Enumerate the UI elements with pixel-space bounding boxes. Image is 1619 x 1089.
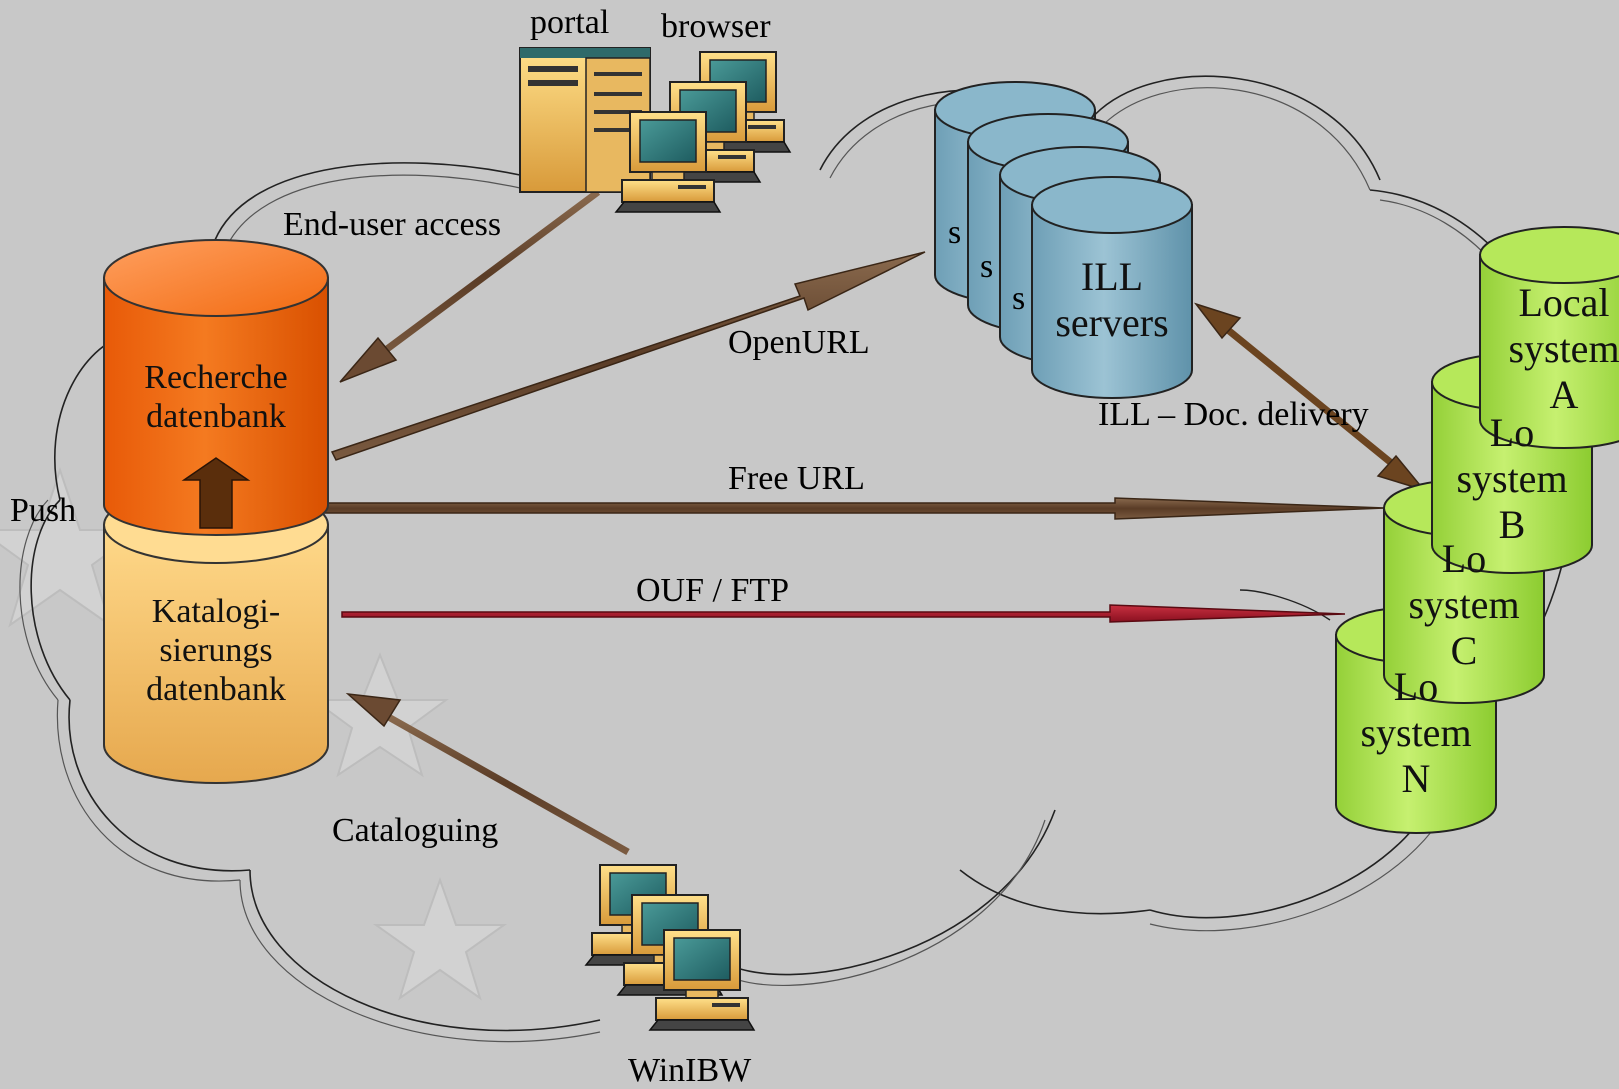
push-arrow — [181, 457, 251, 529]
label-openurl: OpenURL — [728, 324, 870, 361]
arrow-openurl — [330, 251, 926, 461]
arrow-ill-doc-delivery — [1193, 302, 1427, 492]
ill-server-back-1-peek: s — [948, 214, 962, 251]
local-system-c-line-3: C — [1450, 628, 1478, 673]
recherche-line-1: Recherche — [144, 359, 288, 396]
label-push: Push — [10, 492, 77, 529]
recherche-database-label: Recherche datenbank — [104, 358, 328, 436]
star-shape — [372, 877, 508, 1001]
arrow-ouf-ftp — [341, 604, 1346, 623]
katalog-line-3: datenbank — [146, 671, 286, 709]
local-system-b-line-3: B — [1498, 502, 1526, 547]
winibw-computer-icon — [649, 929, 755, 1031]
ill-server-back-3-peek: s — [1012, 280, 1026, 317]
local-system-n-line-1: Lo — [1393, 664, 1439, 709]
label-end-user-access: End-user access — [283, 206, 502, 243]
label-ill-doc-delivery: ILL – Doc. delivery — [1098, 396, 1369, 433]
recherche-line-2: datenbank — [146, 398, 286, 436]
label-ouf-ftp: OUF / FTP — [636, 572, 790, 609]
arrow-free-url — [304, 497, 1386, 520]
ill-server-back-2-peek: s — [980, 248, 994, 285]
label-portal: portal — [530, 4, 610, 41]
arrow-end-user-access — [339, 189, 601, 383]
local-system-a-line-1: Local — [1518, 280, 1610, 325]
local-system-n-label: Lo system N — [1336, 664, 1496, 802]
local-system-a-label: Local system A — [1484, 280, 1619, 418]
katalog-line-2: sierungs — [159, 632, 273, 670]
local-system-c-line-2: system — [1408, 582, 1520, 627]
label-browser: browser — [661, 8, 771, 45]
local-system-n-line-2: system — [1360, 710, 1472, 755]
browser-computer-icon — [615, 111, 721, 213]
arrow-cataloguing — [345, 692, 630, 856]
ill-servers-label: ILL servers — [1032, 254, 1192, 346]
label-free-url: Free URL — [728, 460, 865, 497]
katalog-line-1: Katalogi- — [151, 593, 281, 630]
local-system-a-line-2: system — [1508, 326, 1619, 371]
local-system-b-line-1: Lo — [1489, 410, 1535, 455]
recherche-database[interactable] — [103, 239, 329, 536]
label-winibw: WinIBW — [628, 1052, 752, 1089]
local-system-n-line-3: N — [1401, 756, 1431, 801]
ill-server-front — [1031, 176, 1193, 399]
local-system-a-line-3: A — [1549, 372, 1579, 417]
winibw-computers — [585, 864, 755, 1031]
katalog-database-label: Katalogi- sierungs datenbank — [104, 592, 328, 709]
local-system-b-line-2: system — [1456, 456, 1568, 501]
ill-servers-line-1: ILL — [1080, 254, 1144, 299]
ill-servers-line-2: servers — [1055, 300, 1169, 345]
local-system-c-line-1: Lo — [1441, 536, 1487, 581]
label-cataloguing: Cataloguing — [332, 812, 499, 849]
local-system-c-label: Lo system C — [1384, 536, 1544, 674]
ill-server-stack[interactable] — [934, 81, 1193, 399]
local-system-b-label: Lo system B — [1432, 410, 1592, 548]
local-system-a-cylinder[interactable] — [1479, 226, 1619, 449]
